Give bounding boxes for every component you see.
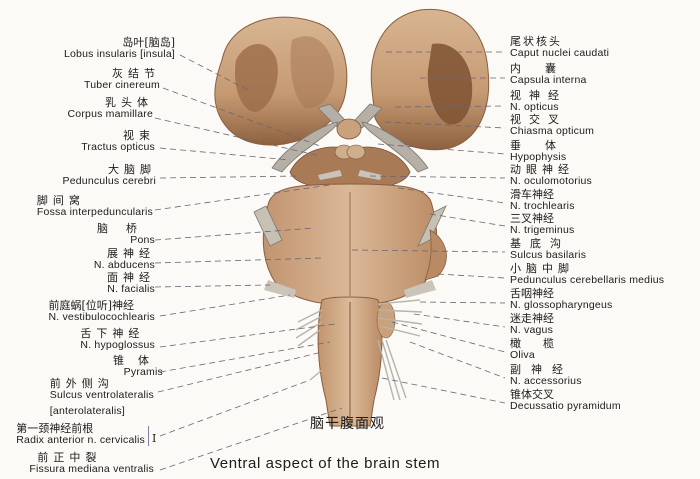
label-pons: 脑桥 Pons [97, 222, 155, 246]
label-caput-nuclei-caudati: 尾状核头 Caput nuclei caudati [510, 35, 610, 59]
label-n-glossopharyngeus: 舌咽神经 N. glossopharyngeus [510, 287, 613, 311]
cerebral-hemispheres [214, 8, 490, 151]
label-n-facialis: 面神经 N. facialis [107, 271, 155, 295]
label-sulcus-ventrolateralis: 前外侧沟 Sulcus ventrolateralis [anterolater… [49, 377, 154, 417]
label-n-trochlearis: 滑车神经 N. trochlearis [510, 188, 575, 212]
label-radix-anterior-cervicalis: 第一颈神经前根 Radix anterior n. cervicalis [16, 422, 145, 446]
label-n-oculomotorius: 动眼神经 N. oculomotorius [510, 163, 592, 187]
hypophysis [336, 118, 362, 140]
label-n-trigeminus: 三叉神经 N. trigeminus [510, 212, 575, 236]
label-n-opticus: 视神经 N. opticus [510, 89, 567, 113]
label-tuber-cinereum: 灰结节 Tuber cinereum [84, 67, 160, 91]
label-pedunculus-cerebellaris-medius: 小脑中脚 Pedunculus cerebellaris medius [510, 262, 665, 286]
label-tractus-opticus: 视束 Tractus opticus [81, 129, 155, 153]
label-chiasma-opticum: 视交叉 Chiasma opticum [510, 113, 595, 137]
label-n-vestibulocochlearis: 前庭蜗[位听]神经 N. vestibulocochlearis [48, 299, 155, 323]
label-pedunculus-cerebri: 大脑脚 Pedunculus cerebri [62, 163, 156, 187]
label-capsula-interna: 内囊 Capsula interna [510, 62, 587, 86]
nerve-rootlets-right [377, 299, 423, 401]
cervical-numeral: I [152, 432, 157, 445]
label-n-accessorius: 副神经 N. accessorius [510, 363, 582, 387]
caption-zh: 脑干腹面观 [310, 416, 385, 432]
cervical-bracket [148, 426, 149, 446]
label-n-hypoglossus: 舌下神经 N. hypoglossus [80, 327, 155, 351]
label-pyramis: 锥体 Pyramis [113, 354, 163, 378]
label-n-vagus: 迷走神经 N. vagus [510, 312, 554, 336]
label-decussatio-pyramidum: 锥体交叉 Decussatio pyramidum [510, 388, 621, 412]
midbrain [289, 144, 411, 189]
label-fissura-mediana-ventralis: 前正中裂 Fissura mediana ventralis [29, 451, 154, 475]
caption-en: Ventral aspect of the brain stem [210, 455, 441, 472]
label-lobus-insularis: 岛叶[脑岛] Lobus insularis [insula] [63, 36, 175, 60]
label-oliva: 橄榄 Oliva [510, 337, 576, 361]
label-fossa-interpeduncularis: 脚间窝 Fossa interpeduncularis [36, 194, 153, 218]
nerve-rootlets-left [295, 309, 323, 381]
label-hypophysis: 垂体 Hypophysis [510, 139, 580, 163]
label-n-abducens: 展神经 N. abducens [93, 247, 155, 271]
label-sulcus-basilaris: 基底沟 Sulcus basilaris [510, 237, 587, 261]
leader-lines [154, 51, 506, 471]
label-corpus-mamillare: 乳头体 Corpus mamillare [67, 96, 153, 120]
optic-system [271, 103, 429, 173]
